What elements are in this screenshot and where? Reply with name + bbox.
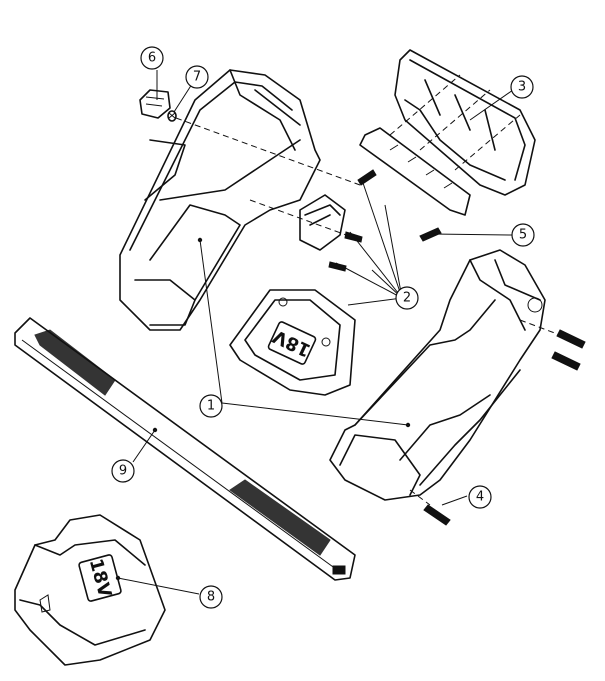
callout-6: 6 [140,46,164,70]
contact-plate [359,127,471,216]
svg-text:2: 2 [403,291,411,306]
svg-text:4: 4 [476,490,484,505]
callout-1: 1 [199,394,223,418]
svg-text:1: 1 [207,399,215,414]
svg-text:6: 6 [148,51,156,66]
callout-8: 8 [199,585,223,609]
svg-text:3: 3 [518,80,526,95]
svg-text:5: 5 [519,228,527,243]
spring-part [167,110,177,122]
clip-part [139,89,171,119]
callouts: 6 7 3 5 2 1 9 4 [111,46,535,609]
callout-5: 5 [511,223,535,247]
long-strip [14,317,356,581]
svg-text:7: 7 [193,70,201,85]
callout-4: 4 [468,485,492,509]
center-plate: 18V [229,289,356,396]
callout-7: 7 [185,65,209,89]
leader-lines [117,70,514,595]
battery-pack: 18V [14,514,166,666]
left-housing [119,69,321,331]
top-cover [394,49,536,196]
svg-text:8: 8 [207,590,215,605]
callout-3: 3 [510,75,534,99]
svg-text:9: 9 [119,464,127,479]
callout-9: 9 [111,459,135,483]
assembly-lines [175,74,561,506]
callout-2: 2 [395,286,419,310]
terminal-block [299,194,346,251]
right-housing [329,249,546,501]
